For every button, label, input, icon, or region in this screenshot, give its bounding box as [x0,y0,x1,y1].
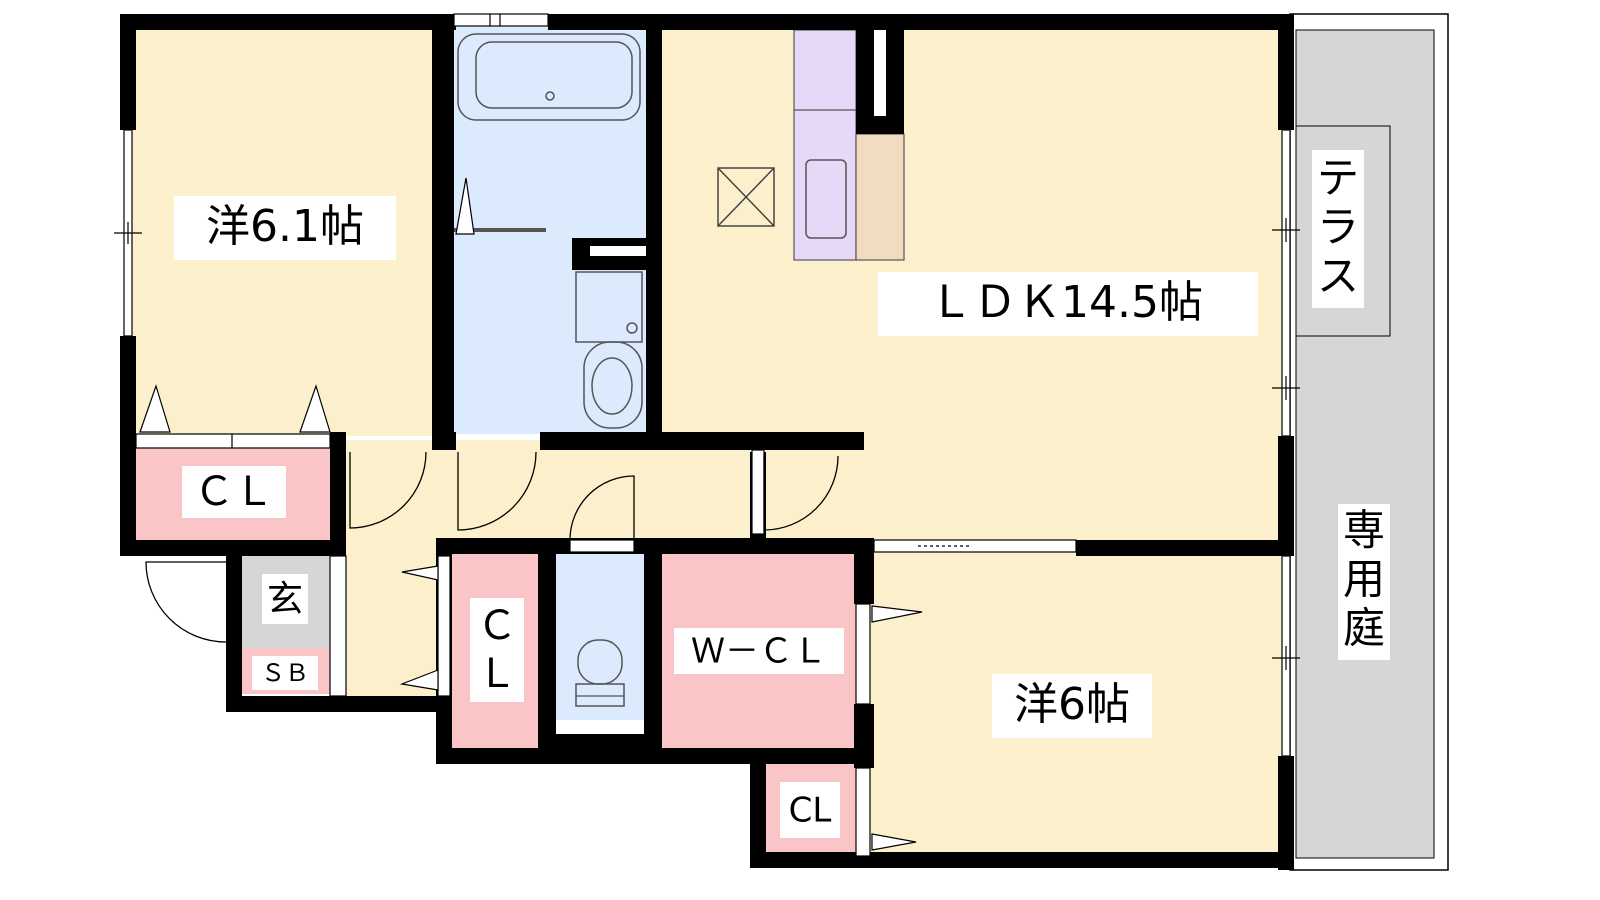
walk-in-closet-label-bg [674,628,844,674]
closet-c-label: CL [789,791,832,831]
wic-doors [855,603,871,705]
window-bath [453,13,549,27]
washroom-niche [590,246,646,256]
entrance-label-bg [262,574,308,624]
sink-icon [805,159,847,239]
ldk-label: ＬＤＫ14.5帖 [929,277,1203,328]
western-room-a-label: 洋6.1帖 [206,201,364,252]
closet-a-label-bg [182,466,286,518]
western-room-b-label-bg [992,674,1152,738]
bathroom-floor [446,22,654,234]
toilet-door-frame [569,539,635,553]
western-room-a-label-bg [174,196,396,260]
shoe-box-label: ＳＢ [261,659,309,687]
refrigerator-space-icon [717,167,775,227]
ldk-door-frame [751,449,765,535]
walk-in-closet-label: Ｗ－ＣＬ [691,632,827,672]
closet-b-doors [437,555,451,697]
closet-a-doors [135,433,331,449]
washbasin-icon [575,271,643,429]
room-labels: 洋6.1帖 ＬＤＫ14.5帖 洋6帖 ＣＬ Ｃ Ｌ Ｗ－ＣＬ CL 玄 ＳＢ テ… [174,150,1390,838]
room-b-sliding-door [873,539,1077,553]
ldk-label-bg [878,272,1258,336]
closet-a-label: ＣＬ [194,469,274,515]
door-swings [145,451,839,643]
bathtub-icon [457,33,641,121]
kitchen-partition-gap [874,30,886,116]
hallway-floor [338,440,758,550]
terrace-label-bg [1312,150,1364,308]
closet-b-label-bg [470,598,524,702]
terrace-label-1: テ [1317,154,1359,203]
western-room-b-label: 洋6帖 [1014,679,1130,730]
door-washroom [457,451,537,531]
terrace-label-2: ラ [1317,203,1359,252]
terrace-label-3: ス [1317,252,1359,301]
door-room-a [349,451,427,529]
entrance-label: 玄 [267,579,303,620]
toilet-icon [575,639,625,707]
garden-label-3: 庭 [1343,604,1385,653]
garden-label-2: 用 [1343,555,1385,604]
door-entrance [145,561,227,643]
closet-c-label-bg [780,782,840,838]
garden-label-bg [1338,504,1390,660]
window-ticks [114,14,1300,670]
walls [120,14,1294,870]
closet-b-label-bottom: Ｌ [477,651,517,697]
toilet-floor [550,548,658,720]
shoe-box-door [329,555,347,697]
shoe-box-label-bg [252,656,318,690]
windows [123,13,1291,857]
door-toilet [569,475,635,541]
kitchen-side-counter [855,133,905,261]
closet-c-doors [855,767,871,857]
door-ldk [763,455,839,531]
garden-label-1: 専 [1343,506,1385,555]
folding-door-marks [139,177,923,851]
closet-b-label-top: Ｃ [477,603,517,649]
window-terrace [1281,129,1291,437]
